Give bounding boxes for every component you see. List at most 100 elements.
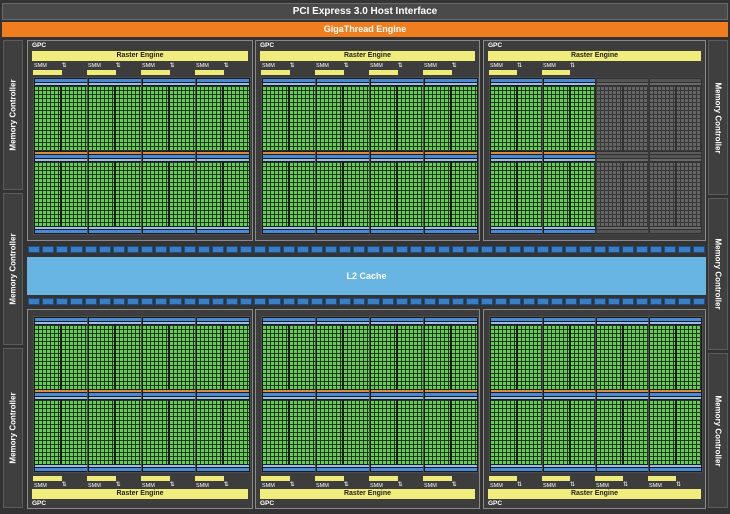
l2-slice — [353, 297, 366, 305]
register-strip — [425, 227, 477, 229]
smm-block — [595, 77, 650, 235]
cuda-core-array — [650, 161, 701, 226]
register-strip — [371, 158, 423, 161]
cuda-core-cluster — [170, 325, 195, 389]
l2-slice — [155, 245, 168, 253]
register-strip — [650, 158, 701, 161]
register-strip — [544, 79, 595, 82]
cuda-core-cluster — [344, 400, 369, 464]
arrows-icon: ⇅ — [397, 63, 403, 69]
l2-slice — [678, 297, 691, 305]
l2-slice — [84, 245, 97, 253]
load-store-strip — [89, 390, 141, 392]
l2-slice — [240, 245, 253, 253]
smm-label: SMM — [196, 483, 209, 489]
cuda-core-array — [317, 400, 369, 464]
memory-controller-left-1: Memory Controller — [3, 40, 23, 190]
gpc-label: GPC — [32, 42, 47, 49]
smm-block — [87, 316, 143, 473]
register-strip — [89, 318, 141, 321]
register-strip — [425, 397, 477, 399]
register-strip — [35, 468, 87, 471]
smm-block — [423, 77, 479, 235]
memory-controller-left-3: Memory Controller — [3, 348, 23, 508]
register-strip — [263, 79, 315, 82]
cuda-core-array — [143, 400, 195, 464]
load-store-strip — [197, 151, 249, 154]
smm-label: SMM — [88, 63, 101, 69]
l2-slice — [240, 297, 253, 305]
l2-slice — [494, 245, 507, 253]
cuda-core-cluster — [597, 86, 622, 151]
l2-slice — [42, 297, 55, 305]
cuda-core-cluster — [650, 325, 675, 389]
l2-slice — [183, 297, 196, 305]
cuda-core-cluster — [197, 86, 222, 151]
load-store-strip — [425, 390, 477, 392]
smm-header: SMM⇅ — [141, 63, 193, 75]
l2-slice — [42, 245, 55, 253]
smm-block — [141, 77, 197, 235]
l2-slice — [508, 245, 521, 253]
smm-header: SMM⇅ — [595, 476, 646, 489]
smm-label: SMM — [316, 63, 329, 69]
smm-block — [648, 77, 703, 235]
smm-polymorph-bar — [87, 70, 116, 75]
cuda-core-array — [35, 161, 87, 226]
register-strip — [425, 158, 477, 161]
register-strip — [371, 154, 423, 158]
register-strip — [89, 465, 141, 467]
register-strip — [197, 83, 249, 85]
register-strip — [143, 154, 195, 158]
l2-slice — [551, 297, 564, 305]
load-store-strip — [597, 390, 648, 392]
cuda-core-array — [425, 325, 477, 389]
smm-header: SMM⇅ — [141, 476, 193, 489]
register-strip — [317, 318, 369, 321]
register-strip — [35, 397, 87, 399]
cuda-core-cluster — [676, 161, 701, 226]
load-store-strip — [491, 390, 542, 392]
register-strip — [197, 230, 249, 233]
register-strip — [425, 318, 477, 321]
l2-slice — [480, 245, 493, 253]
cuda-core-array — [317, 325, 369, 389]
register-strip — [263, 230, 315, 233]
cuda-core-cluster — [517, 325, 542, 389]
arrows-icon: ⇅ — [517, 482, 523, 488]
register-strip — [197, 468, 249, 471]
cuda-core-array — [197, 161, 249, 226]
register-strip — [544, 468, 595, 471]
smm-polymorph-bar — [489, 70, 518, 75]
cuda-core-array — [317, 161, 369, 226]
register-strip — [371, 397, 423, 399]
register-strip — [143, 393, 195, 396]
register-strip — [317, 230, 369, 233]
memory-controller-left-2: Memory Controller — [3, 193, 23, 345]
cuda-core-array — [89, 161, 141, 226]
cuda-core-array — [650, 86, 701, 151]
cuda-core-array — [491, 161, 542, 226]
smm-block — [315, 77, 371, 235]
smm-block — [195, 77, 251, 235]
cuda-core-cluster — [491, 161, 516, 226]
l2-slice — [296, 297, 309, 305]
cuda-core-array — [491, 86, 542, 151]
raster-engine: Raster Engine — [260, 51, 475, 61]
smm-block — [542, 316, 597, 473]
cuda-core-array — [371, 325, 423, 389]
arrows-icon: ⇅ — [570, 482, 576, 488]
smm-header: SMM⇅ — [423, 63, 475, 75]
l2-slice — [508, 297, 521, 305]
cuda-core-array — [317, 86, 369, 151]
cuda-core-cluster — [544, 86, 569, 151]
cuda-core-cluster — [290, 400, 315, 464]
register-strip — [544, 318, 595, 321]
register-strip — [597, 158, 648, 161]
l2-slice — [494, 297, 507, 305]
cuda-core-array — [425, 86, 477, 151]
register-strip — [544, 158, 595, 161]
register-strip — [197, 227, 249, 229]
